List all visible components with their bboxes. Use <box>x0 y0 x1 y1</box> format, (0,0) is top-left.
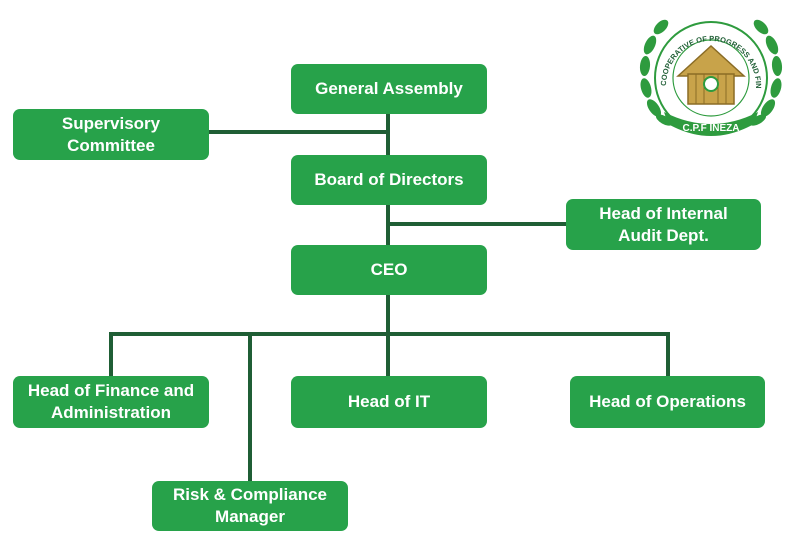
connector-finance-drop <box>109 334 113 376</box>
connector-internal-audit <box>388 222 566 226</box>
connector-operations-drop <box>666 334 670 376</box>
head-internal-audit-box: Head of Internal Audit Dept. <box>566 199 761 250</box>
board-of-directors-box: Board of Directors <box>291 155 487 205</box>
connector-risk-drop <box>248 334 252 481</box>
supervisory-committee-box: Supervisory Committee <box>13 109 209 160</box>
head-it-box: Head of IT <box>291 376 487 428</box>
cpf-ineza-logo: COOPERATIVE OF PROGRESS AND FINANCE - IN… <box>636 8 783 136</box>
logo-banner-text: C.P.F INEZA <box>682 123 739 134</box>
connector-supervisory <box>208 130 388 134</box>
head-operations-box: Head of Operations <box>570 376 765 428</box>
head-finance-admin-box: Head of Finance and Administration <box>13 376 209 428</box>
connector-ceo-down <box>386 294 390 334</box>
hut-emblem-icon <box>676 44 746 105</box>
risk-compliance-box: Risk & Compliance Manager <box>152 481 348 531</box>
connector-assembly-to-board <box>386 114 390 156</box>
connector-it-drop <box>386 334 390 376</box>
general-assembly-box: General Assembly <box>291 64 487 114</box>
ceo-box: CEO <box>291 245 487 295</box>
